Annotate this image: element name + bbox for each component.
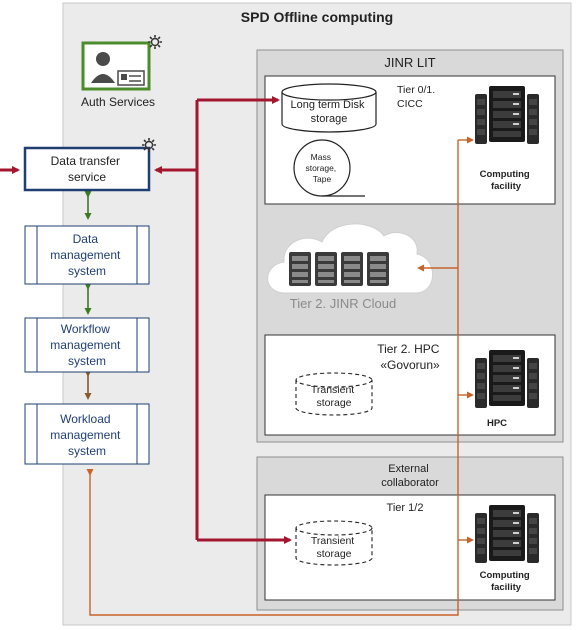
hpc-server-label: HPC bbox=[487, 418, 507, 429]
server-icon bbox=[315, 252, 337, 286]
workload-management-system[interactable]: Workload management system bbox=[24, 403, 150, 465]
hpc-label: Tier 2. HPC «Govorun» bbox=[377, 342, 443, 372]
tape-label: Mass storage, Tape bbox=[305, 152, 338, 184]
computing-facility-label-line: facility bbox=[491, 181, 522, 192]
hpc-transient-storage[interactable]: Transient storage bbox=[295, 372, 373, 416]
workload-management-label-line: management bbox=[50, 428, 121, 442]
hpc-label-line: Tier 2. HPC bbox=[377, 342, 440, 356]
data-management-label-line: management bbox=[50, 248, 121, 262]
auth-services[interactable]: Auth Services bbox=[81, 34, 163, 109]
tier0-label-line: Tier 0/1. bbox=[397, 84, 435, 96]
cloud-label: Tier 2. JINR Cloud bbox=[290, 296, 396, 311]
external-computing-facility[interactable]: Computing facility bbox=[475, 505, 539, 593]
tier0-label: Tier 0/1. CICC bbox=[397, 84, 438, 110]
transient-storage-label-line: Transient bbox=[311, 384, 354, 396]
data-management-label: Data management system bbox=[50, 232, 123, 278]
data-transfer-label-line: service bbox=[68, 170, 106, 184]
external-transient-storage[interactable]: Transient storage bbox=[295, 520, 373, 566]
computing-facility-label-line: facility bbox=[491, 582, 522, 593]
external-title-line: External bbox=[388, 463, 428, 475]
tape-label-line: storage, bbox=[305, 163, 336, 173]
transient-storage-label: Transient storage bbox=[311, 535, 357, 560]
server-icon bbox=[289, 252, 311, 286]
external-title-line: collaborator bbox=[381, 477, 439, 489]
tape-label-line: Mass bbox=[311, 152, 331, 162]
data-transfer-service[interactable]: Data transfer service bbox=[23, 137, 157, 192]
hpc-server[interactable]: HPC bbox=[475, 350, 539, 429]
mass-storage-tape[interactable]: Mass storage, Tape bbox=[293, 139, 365, 197]
external-title: External collaborator bbox=[381, 463, 439, 489]
workflow-management-label-line: Workflow bbox=[61, 322, 110, 336]
workload-management-label-line: system bbox=[68, 444, 106, 458]
computing-facility-label: Computing facility bbox=[480, 570, 533, 593]
workflow-management-label: Workflow management system bbox=[50, 322, 123, 368]
long-term-disk-storage[interactable]: Long term Disk storage bbox=[281, 83, 377, 133]
data-management-system[interactable]: Data management system bbox=[24, 225, 150, 285]
transient-storage-label-line: storage bbox=[316, 397, 351, 409]
page-title: SPD Offline computing bbox=[241, 9, 393, 25]
disk-storage-label: Long term Disk storage bbox=[290, 99, 367, 125]
computing-facility-label-line: Computing bbox=[480, 169, 530, 180]
workflow-management-system[interactable]: Workflow management system bbox=[24, 317, 150, 373]
auth-label: Auth Services bbox=[81, 95, 155, 109]
workload-management-label-line: Workload bbox=[60, 412, 110, 426]
transient-storage-label-line: Transient bbox=[311, 535, 354, 547]
server-icon bbox=[341, 252, 363, 286]
tape-label-line: Tape bbox=[313, 174, 332, 184]
hpc-label-line: «Govorun» bbox=[380, 358, 440, 372]
connections bbox=[0, 96, 474, 616]
workflow-management-label-line: system bbox=[68, 354, 106, 368]
workload-management-label: Workload management system bbox=[50, 412, 123, 458]
transient-storage-label: Transient storage bbox=[311, 384, 357, 409]
transient-storage-label-line: storage bbox=[316, 548, 351, 560]
tier12-label: Tier 1/2 bbox=[387, 502, 424, 514]
data-transfer-label-line: Data transfer bbox=[51, 154, 120, 168]
data-management-label-line: Data bbox=[73, 232, 99, 246]
computing-facility-label: Computing facility bbox=[480, 169, 533, 192]
computing-facility-label-line: Computing bbox=[480, 570, 530, 581]
server-rack-icon bbox=[475, 505, 539, 563]
data-transfer-label: Data transfer service bbox=[51, 154, 124, 184]
jinr-lit-title: JINR LIT bbox=[384, 55, 435, 70]
tier0-label-line: CICC bbox=[397, 98, 423, 110]
data-management-label-line: system bbox=[68, 264, 106, 278]
tier0-computing-facility[interactable]: Computing facility bbox=[475, 86, 539, 192]
workflow-management-label-line: management bbox=[50, 338, 121, 352]
server-icon bbox=[367, 252, 389, 286]
server-rack-icon bbox=[475, 86, 539, 144]
disk-storage-label-line: Long term Disk bbox=[290, 99, 364, 111]
disk-storage-label-line: storage bbox=[311, 113, 348, 125]
server-rack-icon bbox=[475, 350, 539, 408]
jinr-cloud[interactable]: Tier 2. JINR Cloud bbox=[267, 223, 433, 311]
